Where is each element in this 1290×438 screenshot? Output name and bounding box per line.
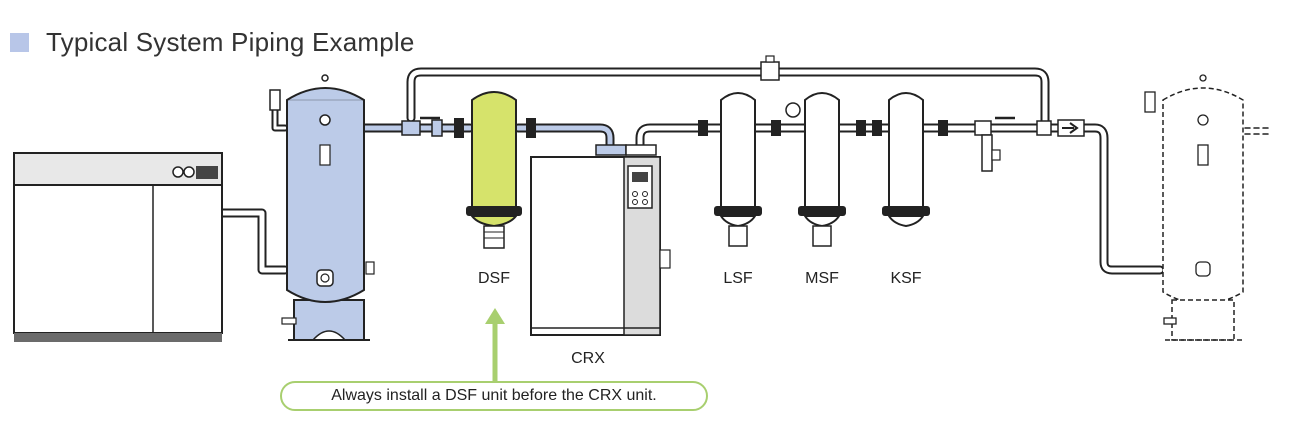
note-arrow-icon <box>485 308 505 382</box>
msf-label: MSF <box>805 270 839 287</box>
msf-filter <box>771 92 846 247</box>
outlet-valve-icon <box>974 116 1052 172</box>
inlet-valve-icon <box>401 116 443 137</box>
secondary-tank-fittings <box>1144 74 1211 325</box>
dsf-label: DSF <box>478 270 510 287</box>
title-square-icon <box>10 32 29 52</box>
secondary-air-tank <box>1162 87 1245 341</box>
air-receiver-tank <box>269 74 375 341</box>
page-title: Typical System Piping Example <box>46 26 415 57</box>
lsf-filter <box>698 92 762 247</box>
flow-direction-arrow-icon <box>1057 119 1085 137</box>
air-compressor <box>13 152 223 342</box>
section-header: Typical System Piping Example <box>10 24 415 60</box>
crx-label: CRX <box>571 350 605 367</box>
bypass-valve-icon <box>760 55 780 81</box>
lsf-label: LSF <box>723 270 753 287</box>
piping <box>217 67 1273 275</box>
crx-dryer <box>530 144 671 336</box>
dsf-filter <box>454 91 536 249</box>
install-note-callout: Always install a DSF unit before the CRX… <box>280 381 708 411</box>
ksf-label: KSF <box>890 270 922 287</box>
ksf-filter <box>856 92 948 228</box>
